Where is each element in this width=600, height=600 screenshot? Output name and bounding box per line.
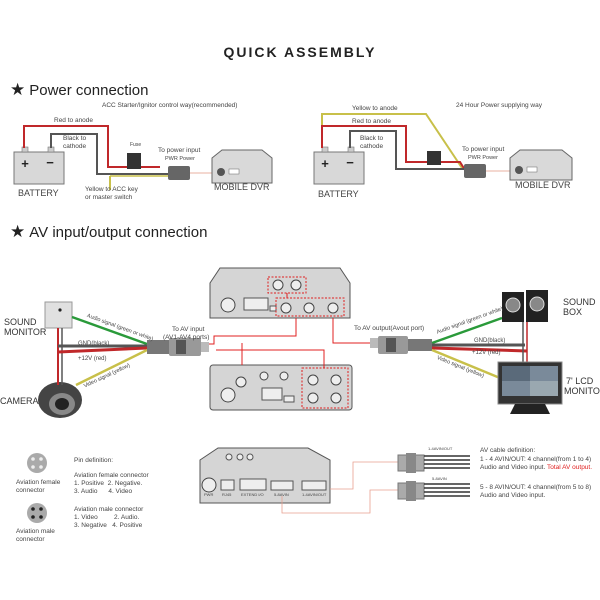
right-black-wire — [349, 130, 465, 170]
right-battery: + − — [313, 146, 365, 185]
left-battery-label: BATTERY — [18, 188, 59, 198]
right-red-label: Red to anode — [352, 118, 392, 125]
cable-def-line2: Audio and Video input. Total AV output. — [480, 464, 592, 471]
female-line1: 1. Positive 2. Negative. — [74, 480, 143, 487]
v12-in-label: +12V (red) — [78, 356, 107, 362]
right-dvr-body — [509, 149, 573, 181]
left-power-input-2: PWR Power — [165, 156, 195, 162]
gnd-in-label: GND(black) — [78, 341, 110, 347]
left-fuse-label: Fuse — [130, 142, 142, 148]
pin-def-heading: Pin definition: — [74, 457, 114, 464]
cable-5-8 — [397, 481, 470, 501]
av-input-cable — [147, 340, 169, 354]
gnd-out-label: GND(black) — [474, 338, 506, 344]
page-title: QUICK ASSEMBLY — [223, 44, 377, 60]
right-power-input-1: To power input — [462, 146, 505, 153]
right-fuse — [427, 151, 441, 165]
sound-box-label-1: SOUND — [563, 297, 596, 307]
sound-box-label-2: BOX — [563, 307, 583, 317]
star-icon: ★ — [10, 80, 26, 99]
sound-monitor-label-1: SOUND — [4, 317, 37, 327]
v12-in-wire — [57, 346, 148, 354]
left-caption: ACC Starter/Ignitor control way(recommen… — [102, 102, 238, 109]
cable-1-4 — [397, 453, 470, 473]
port-label-extend: EXTEND I/O — [241, 492, 264, 497]
female-label-2: connector — [16, 487, 45, 494]
v12-out-wire — [431, 346, 528, 353]
right-red-wire — [321, 125, 466, 171]
cable-def-heading: AV cable definition: — [480, 447, 536, 454]
av-heading-text: AV input/output connection — [29, 224, 208, 241]
left-black-label-2: cathode — [63, 143, 87, 150]
audio-in-wire — [71, 315, 148, 346]
sound-monitor-device — [44, 301, 73, 329]
av-output-label: To AV output(Avout port) — [354, 325, 425, 332]
right-power-input-2: PWR Power — [468, 155, 498, 161]
cable-def-line4: Audio and Video input. — [480, 492, 546, 499]
svg-text:+: + — [321, 156, 329, 171]
av-input-label-1: To AV input — [172, 326, 205, 333]
right-black-label-2: cathode — [360, 143, 384, 150]
right-caption: 24 Hour Power supplying way — [456, 102, 542, 109]
power-heading-text: Power connection — [29, 82, 149, 99]
video-in-wire — [75, 348, 148, 387]
left-dvr-body — [211, 149, 273, 184]
male-label-1: Aviation male — [16, 528, 55, 535]
port-label-pwr: PWR — [204, 492, 214, 497]
left-red-label: Red to anode — [54, 117, 94, 124]
power-section-heading: ★Power connection — [10, 80, 149, 100]
female-title: Aviation female connector — [74, 472, 149, 479]
lcd-label-2: MONITOR — [564, 386, 600, 396]
left-power-plug — [168, 166, 190, 180]
female-connector-icon — [27, 453, 47, 473]
male-line1: 1. Video 2. Audio. — [74, 514, 140, 521]
left-yellow-label-1: Yellow to ACC key — [85, 186, 138, 193]
svg-text:−: − — [46, 155, 54, 170]
male-label-2: connector — [16, 536, 45, 543]
camera-label: CAMERA — [0, 396, 39, 406]
cable-def-line2-a: Audio and Video input. — [480, 464, 547, 471]
left-black-wire — [50, 133, 170, 175]
cable-label-1-4: 1-4AVIN/OUT — [428, 446, 453, 451]
av-section-heading: ★AV input/output connection — [10, 222, 207, 242]
right-yellow-label: Yellow to anode — [352, 105, 398, 112]
cable-def-line1: 1 - 4 AVIN/OUT: 4 channel(from 1 to 4) — [480, 456, 592, 463]
svg-text:−: − — [346, 155, 354, 170]
left-fuse — [127, 153, 141, 169]
cable-def-line2-b: Total AV output. — [546, 464, 593, 471]
right-black-label-1: Black to — [360, 135, 384, 142]
av-input-label-2: (AV1-AV4 ports) — [163, 334, 210, 341]
right-power-plug — [464, 164, 486, 178]
svg-text:+: + — [21, 156, 29, 171]
left-red-wire — [23, 125, 160, 168]
port-label-1-4: 1-4AVIN/OUT — [302, 492, 327, 497]
video-out-wire — [431, 348, 501, 380]
lcd-label-1: 7' LCD — [566, 376, 594, 386]
v12-out-label: +12V (red) — [472, 350, 501, 356]
sound-monitor-label-2: MONITOR — [4, 327, 47, 337]
right-dvr-label: MOBILE DVR — [515, 180, 571, 190]
female-label-1: Aviation female — [16, 479, 61, 486]
left-power-input-1: To power input — [158, 147, 201, 154]
male-line2: 3. Negative 4. Positive — [74, 522, 143, 529]
star-icon: ★ — [10, 222, 26, 241]
cable-label-5-8: 5-8AVIN — [432, 476, 447, 481]
left-dvr-label: MOBILE DVR — [214, 182, 270, 192]
left-black-label-1: Black to — [63, 135, 87, 142]
left-battery: + − — [13, 146, 65, 185]
port-label-rj45: RJ45 — [222, 492, 232, 497]
right-battery-label: BATTERY — [318, 189, 359, 199]
male-connector-icon — [27, 503, 47, 523]
cable-def-line3: 5 - 8 AVIN/OUT: 4 channel(from 5 to 8) — [480, 484, 592, 491]
female-line2: 3. Audio 4. Video — [74, 488, 133, 495]
audio-out-wire — [431, 316, 503, 345]
av-connection-lines — [209, 293, 370, 368]
male-title: Aviation male connector — [74, 506, 144, 513]
left-yellow-label-2: or master switch — [85, 194, 133, 201]
port-label-5-8: 5-8AVIN — [274, 492, 289, 497]
